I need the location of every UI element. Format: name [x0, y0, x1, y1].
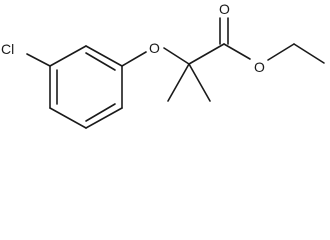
- ring-bond-2: [85, 45, 123, 67]
- ring-bond-1: [49, 45, 87, 67]
- ring-double-bond-1: [85, 52, 116, 71]
- bond-methyl-1: [167, 63, 190, 102]
- bond-ring-o: [121, 51, 147, 67]
- ether-oxygen-label: O: [149, 40, 160, 56]
- bond-ester-o-ch2: [267, 43, 295, 61]
- ring-double-bond-2: [85, 103, 116, 122]
- ester-oxygen-label: O: [254, 59, 265, 75]
- bond-o-quaternary-c: [163, 47, 190, 65]
- ring-bond-4: [85, 107, 123, 129]
- bond-carbonyl-ester-o: [223, 43, 251, 60]
- bond-c-carbonyl: [188, 43, 225, 65]
- carbonyl-oxygen-label: O: [219, 1, 230, 17]
- bond-cl-ring: [26, 53, 51, 67]
- bond-ethyl: [293, 43, 325, 64]
- bond-methyl-2: [188, 63, 211, 102]
- chemical-structure: Cl O O O: [1, 1, 325, 129]
- chlorine-label: Cl: [1, 41, 14, 57]
- ring-bond-5: [49, 107, 87, 129]
